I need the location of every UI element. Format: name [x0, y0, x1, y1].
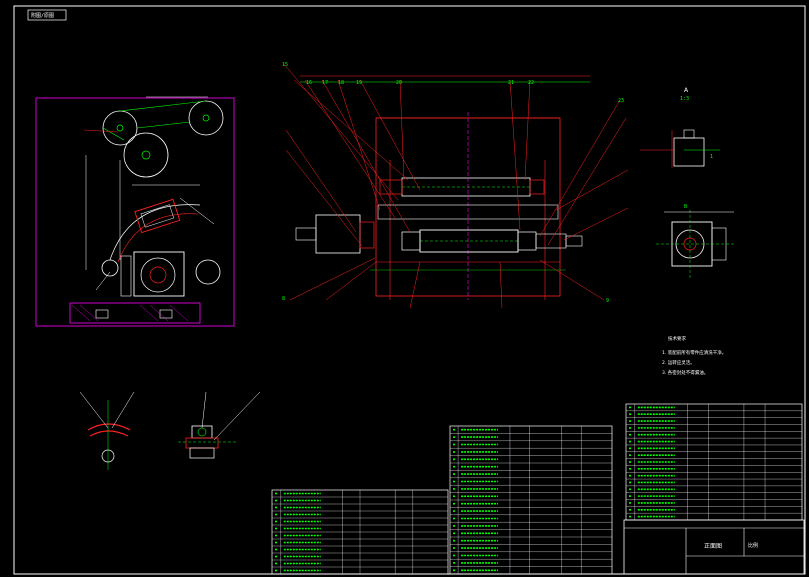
side-elevation-view — [35, 96, 235, 327]
svg-text:B: B — [684, 204, 687, 210]
svg-text:9: 9 — [606, 298, 609, 304]
view-b-bearing: B — [656, 204, 734, 280]
svg-text:17: 17 — [322, 80, 328, 86]
drawing-tag-box — [27, 9, 67, 21]
note-3: 3. 各密封处不得漏油。 — [662, 369, 708, 376]
section-ratio: 1:3 — [680, 96, 689, 102]
pulley-bottom-left — [101, 259, 119, 277]
svg-text:19: 19 — [356, 80, 362, 86]
parts-table-middle — [449, 425, 613, 575]
title-block-name: 正面图 — [704, 543, 722, 550]
note-2: 2. 运转应灵活。 — [662, 359, 695, 366]
section-label: A — [684, 87, 689, 94]
svg-text:16: 16 — [306, 80, 312, 86]
parts-table-left — [271, 489, 449, 575]
svg-text:21: 21 — [508, 80, 514, 86]
svg-text:20: 20 — [396, 80, 402, 86]
svg-text:8: 8 — [282, 296, 285, 302]
pulley-top-right — [188, 100, 224, 136]
title-block-scale: 比例 — [748, 542, 758, 549]
section-a-body — [673, 137, 705, 167]
pulley-middle — [123, 132, 169, 178]
pulley-bottom-right — [195, 259, 221, 285]
upper-shaft-housing — [401, 177, 531, 197]
base-pedestal — [69, 302, 201, 324]
front-section-view: 15 16 17 18 19 20 21 22 23 8 9 — [282, 62, 629, 309]
drive-motor — [315, 214, 361, 254]
gearbox-housing — [133, 251, 185, 297]
notes-title: 技术要求 — [668, 335, 686, 342]
svg-text:22: 22 — [528, 80, 534, 86]
motor-block-tilted — [134, 198, 181, 234]
title-block: 正面图 比例 — [623, 519, 805, 575]
section-a-view: A 1:3 1 — [640, 87, 720, 168]
detail-view-right — [178, 391, 261, 459]
detail-view-left — [79, 391, 135, 470]
svg-text:18: 18 — [338, 80, 344, 86]
svg-text:15: 15 — [282, 62, 288, 68]
parts-table-right — [625, 403, 803, 521]
parts-list-tables — [271, 403, 803, 575]
svg-text:1: 1 — [710, 154, 713, 160]
note-1: 1. 装配前所有零件应清洗干净。 — [662, 349, 726, 356]
side-view-boundary — [35, 97, 235, 327]
lower-roller — [419, 229, 519, 253]
svg-text:23: 23 — [618, 98, 624, 104]
technical-notes: 技术要求 1. 装配前所有零件应清洗干净。 2. 运转应灵活。 3. 各密封处不… — [662, 335, 726, 376]
drawing-tag: 附图/原图 — [31, 12, 54, 19]
pulley-top-left — [102, 110, 138, 146]
